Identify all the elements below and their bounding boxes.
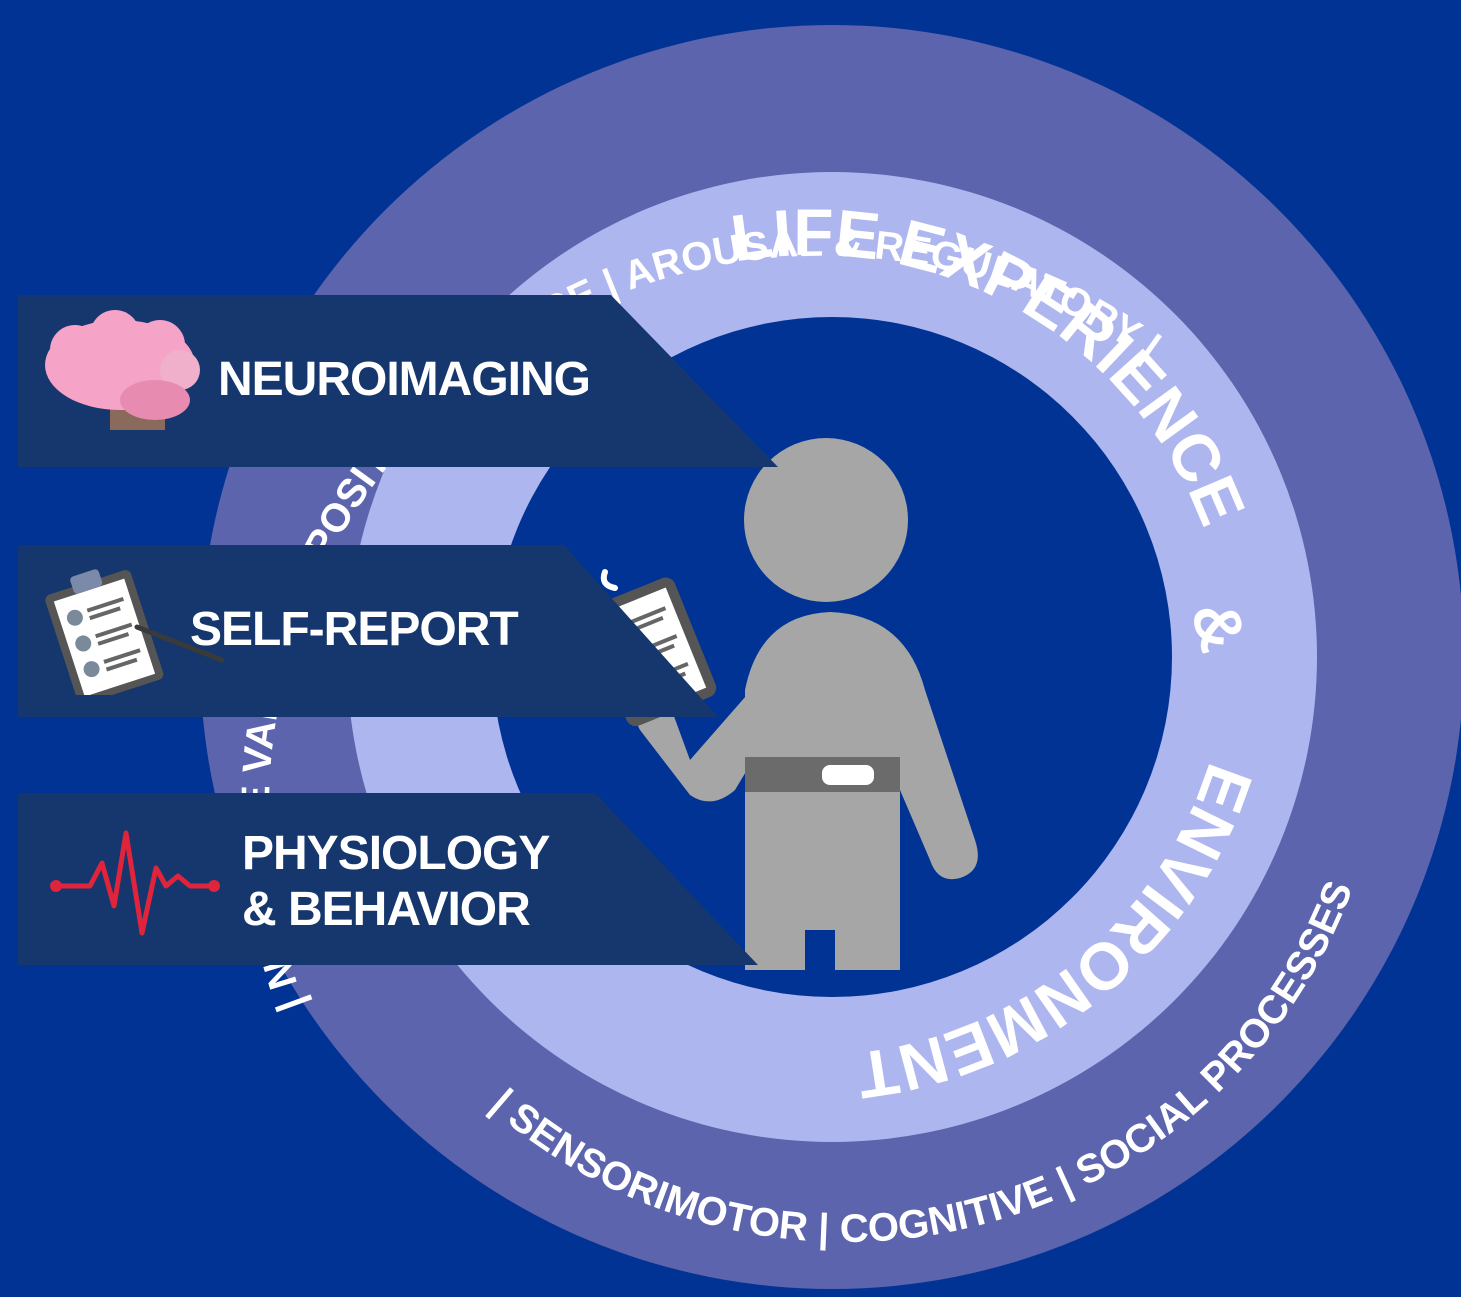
person-head [744,438,908,602]
neuroimaging-label: NEUROIMAGING [218,353,591,406]
physiology-behavior-label: PHYSIOLOGY & BEHAVIOR [242,827,550,936]
heartbeat-icon [50,830,220,936]
person-leg-gap [805,930,835,975]
wearable-sensor [822,765,874,785]
clipboard-icon [45,569,225,695]
self-report-label: SELF-REPORT [190,603,519,656]
brain-icon [45,310,200,430]
stylus-mark [600,569,618,591]
